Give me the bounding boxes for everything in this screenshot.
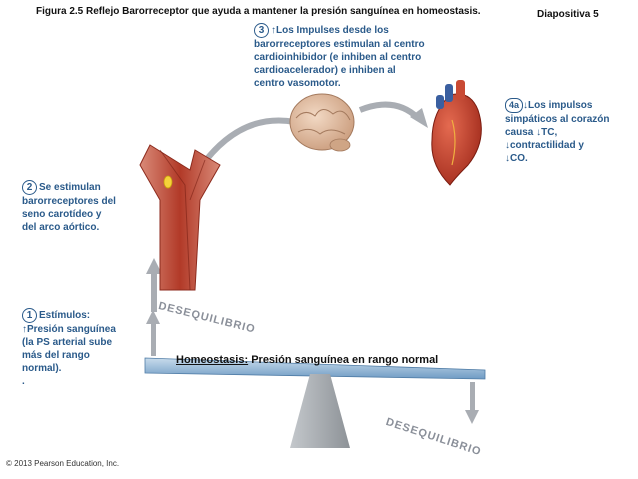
homeostasis-text: Presión sanguínea en rango normal [248,354,439,366]
homeostasis-label: Homeostasis: Presión sanguínea en rango … [176,354,438,366]
heart-icon [431,80,482,186]
flow-arrow-head-vessel [146,258,162,274]
step2-line3: seno carotídeo y [22,209,102,220]
carotid-artery-icon [139,144,221,291]
imbalance-arrow-down-head [465,410,479,424]
step4a-number: 4a [505,98,524,113]
step2-line4: del arco aórtico. [22,222,100,233]
seesaw-fulcrum [290,374,350,448]
down-arrow-icon: ↓ [523,100,529,112]
step4a-line3b: TC, [541,127,558,138]
figure-title: Figura 2.5 Reflejo Barorreceptor que ayu… [36,6,481,17]
flow-arrow-brain-to-heart [358,101,421,121]
step4a-line4: contractilidad y [510,140,584,151]
step3-line4: cardioacelerador) e inhiben al [254,65,396,76]
imbalance-arrow-up-head [146,310,160,324]
flow-arrow-head-heart [410,108,428,128]
step1-title: Estímulos: [39,310,91,322]
step1-line1: Presión sanguínea [27,324,116,335]
step3-line5: centro vasomotor. [254,78,341,89]
up-arrow-icon: ↑ [271,25,276,37]
step3-line1: Los Impulses desde los [276,25,389,37]
step3-block: 3↑Los Impulses desde los barorreceptores… [254,23,474,90]
step1-line5: . [22,376,25,387]
step1-line2: (la PS arterial sube [22,337,113,348]
step3-number: 3 [254,23,269,38]
flow-arrow-stimulus-to-vessel [151,272,157,312]
down-arrow-icon: ↓ [505,140,510,151]
flow-arrow-vessel-to-brain [197,117,296,170]
step3-line3: cardioinhibidor (e inhiben al centro [254,52,422,63]
step1-number: 1 [22,308,37,323]
step4a-line3a: causa [505,127,534,138]
step4a-line2: simpáticos al corazón [505,114,610,125]
step4a-line5: CO. [510,153,528,164]
imbalance-arrow-up [151,322,156,356]
step4a-block: 4a↓Los impulsos simpáticos al corazón ca… [505,98,635,165]
homeostasis-bold: Homeostasis: [176,354,249,366]
step1-line4: normal). [22,363,62,374]
step4a-line1: Los impulsos [528,100,593,112]
down-arrow-icon: ↓ [505,153,510,164]
step2-line1: Se estimulan [39,182,101,194]
slide-label: Diapositiva 5 [537,9,599,20]
seesaw-beam [144,357,486,380]
step1-line3: más del rango [22,350,90,361]
step2-line2: barorreceptores del [22,196,116,207]
copyright: © 2013 Pearson Education, Inc. [6,459,120,468]
step3-line2: barorreceptores estimulan al centro [254,39,425,50]
brain-icon [289,93,355,152]
down-arrow-icon: ↓ [536,127,542,138]
up-arrow-icon: ↑ [22,324,27,335]
step2-number: 2 [22,180,37,195]
imbalance-arrow-down [470,382,475,412]
